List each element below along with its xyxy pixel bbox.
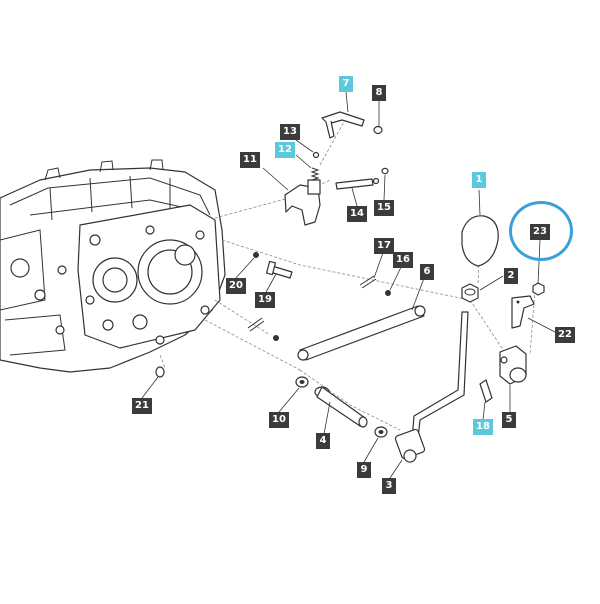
- callout-18: 18: [473, 419, 493, 435]
- callout-19: 19: [255, 292, 275, 308]
- bracket-nut: [532, 282, 545, 296]
- pivot-pin: [314, 386, 368, 428]
- lever-knob: [461, 215, 499, 267]
- shift-fork: [284, 179, 321, 226]
- end-washer: [374, 426, 388, 438]
- callout-6: 6: [420, 264, 434, 280]
- callout-22: 22: [555, 327, 575, 343]
- callout-2: 2: [504, 268, 518, 284]
- washer: [385, 290, 391, 296]
- callout-10: 10: [269, 412, 289, 428]
- lever-nut: [461, 283, 479, 303]
- callout-3: 3: [382, 478, 396, 494]
- transmission-housing: [0, 159, 226, 373]
- rail-ring: [381, 167, 389, 175]
- detent-ball: [312, 151, 320, 159]
- mount-bracket: [511, 295, 535, 329]
- shift-shaft: [321, 111, 365, 139]
- cotter-pin: [359, 275, 377, 289]
- leader-lines: [141, 91, 556, 479]
- cotter-pin-lower: [247, 317, 279, 341]
- callout-5: 5: [502, 412, 516, 428]
- callout-14: 14: [347, 206, 367, 222]
- callout-13: 13: [280, 124, 300, 140]
- gear-lever: [394, 311, 469, 463]
- small-nut: [253, 252, 259, 258]
- o-ring: [373, 125, 383, 135]
- callout-11: 11: [240, 152, 260, 168]
- shift-rail: [335, 177, 380, 190]
- highlight-circle: [509, 201, 573, 261]
- assembly-lines: [159, 119, 536, 431]
- callout-7: 7: [339, 76, 353, 92]
- callout-20: 20: [226, 278, 246, 294]
- spacer-washer: [295, 376, 309, 388]
- callout-8: 8: [372, 85, 386, 101]
- callout-21: 21: [132, 398, 152, 414]
- linkage-rod: [297, 305, 426, 361]
- callout-12: 12: [275, 142, 295, 158]
- pivot-block: [499, 345, 527, 385]
- callout-4: 4: [316, 433, 330, 449]
- bolt: [265, 260, 293, 279]
- callout-9: 9: [357, 462, 371, 478]
- sealing-ring: [155, 366, 165, 378]
- callout-15: 15: [374, 200, 394, 216]
- callout-1: 1: [472, 172, 486, 188]
- callout-16: 16: [393, 252, 413, 268]
- roll-pin: [479, 379, 493, 403]
- spring: [310, 167, 320, 181]
- callout-17: 17: [374, 238, 394, 254]
